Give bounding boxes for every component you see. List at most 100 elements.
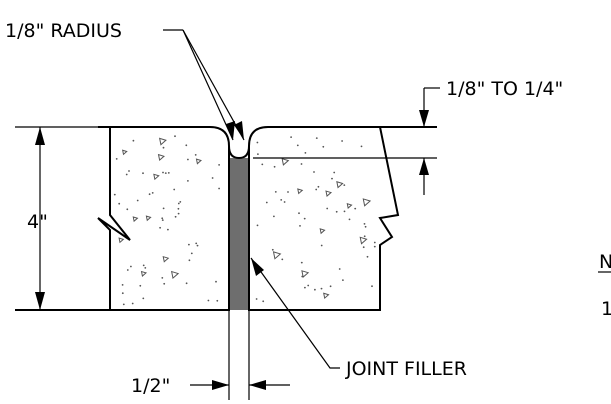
aggregate-triangle	[323, 292, 330, 300]
stipple-dot	[136, 199, 139, 202]
aggregate-triangle	[195, 158, 202, 165]
stipple-dot	[322, 145, 325, 148]
stipple-dot	[115, 158, 118, 160]
stipple-dot	[364, 225, 367, 228]
stipple-dot	[342, 279, 344, 281]
stipple-dot	[261, 163, 264, 166]
stipple-dot	[125, 173, 128, 176]
stipple-dot	[265, 201, 268, 204]
stipple-dot	[161, 217, 164, 220]
aggregate-triangle	[301, 270, 310, 279]
stipple-dot	[271, 248, 274, 251]
stipple-dot	[195, 242, 198, 245]
stipple-dot	[177, 207, 180, 210]
note-heading: N	[599, 251, 611, 273]
thickness-label: 4"	[27, 211, 48, 233]
stipple-dot	[174, 135, 176, 138]
stipple-dot	[218, 187, 221, 190]
stipple-dot	[144, 267, 147, 269]
stipple-dot	[187, 180, 189, 182]
stipple-dot	[142, 297, 145, 300]
aggregate-triangle	[140, 270, 148, 278]
stipple-dot	[179, 201, 182, 203]
stipple-dot	[257, 153, 259, 156]
stipple-dot	[341, 140, 343, 142]
stipple-dot	[128, 170, 130, 172]
stipple-dot	[185, 282, 188, 285]
stipple-dot	[207, 299, 210, 302]
stipple-dot	[307, 284, 310, 287]
radius-label: 1/8" RADIUS	[5, 20, 122, 42]
aggregate-triangle	[336, 181, 344, 189]
stipple-dot	[300, 163, 303, 165]
aggregate-triangle	[157, 153, 165, 162]
stipple-dot	[126, 269, 129, 271]
filler-label: JOINT FILLER	[345, 358, 467, 380]
stipple-dot	[283, 201, 286, 203]
stipple-dot	[185, 144, 188, 147]
stipple-dot	[162, 171, 164, 174]
depth-label: 1/8" TO 1/4"	[446, 78, 563, 100]
stipple-dot	[290, 136, 292, 139]
stipple-dot	[177, 202, 180, 205]
stipple-dot	[331, 177, 333, 180]
stipple-dot	[335, 210, 338, 213]
aggregate-triangle	[346, 203, 353, 209]
filler-arrow	[251, 258, 264, 276]
stipple-dot	[354, 207, 357, 210]
stipple-dot	[256, 141, 259, 144]
stipple-dot	[373, 241, 376, 244]
stipple-dot	[132, 139, 135, 142]
stipple-dot	[313, 171, 315, 173]
depth-arrow-bottom	[419, 158, 429, 175]
stipple-dot	[161, 277, 164, 279]
width-arrow-right	[249, 380, 266, 390]
stipple-dot	[317, 185, 320, 188]
aggregate-triangle	[359, 236, 368, 245]
aggregate-triangle	[158, 137, 167, 146]
note-number: 1	[601, 298, 611, 320]
left-slab-outline	[97, 126, 230, 311]
stipple-dot	[159, 226, 162, 229]
stipple-dot	[161, 219, 164, 222]
aggregate-triangle	[145, 215, 152, 222]
thickness-arrow-top	[35, 127, 45, 145]
radius-arrow-right	[234, 121, 244, 140]
stipple-dot	[163, 282, 166, 285]
stipple-dot	[296, 144, 299, 147]
stipple-dot	[215, 280, 217, 283]
stipple-dot	[256, 224, 259, 227]
width-label: 1/2"	[131, 375, 170, 397]
stipple-dot	[320, 287, 323, 290]
stipple-dot	[326, 207, 329, 210]
stipple-dot	[162, 146, 165, 149]
right-slab-outline	[248, 126, 400, 311]
stipple-dot	[218, 164, 221, 166]
stipple-dot	[338, 268, 341, 270]
stipple-dot	[320, 244, 323, 247]
stipple-dot	[130, 265, 132, 268]
stipple-dot	[287, 191, 289, 193]
stipple-dot	[196, 244, 199, 247]
aggregate-triangle	[153, 173, 160, 181]
aggregate-triangle	[281, 157, 290, 166]
stipple-dot	[360, 145, 363, 148]
depth-arrow-top	[419, 110, 429, 127]
stipple-dot	[304, 286, 306, 289]
aggregate-triangle	[325, 190, 333, 198]
stipple-dot	[273, 215, 275, 218]
stipple-dot	[329, 285, 332, 288]
joint-radius-arc	[228, 145, 250, 160]
stipple-dot	[190, 252, 193, 255]
stipple-dot	[362, 246, 365, 249]
stipple-dot	[118, 202, 121, 205]
aggregate-triangle	[272, 251, 282, 260]
stipple-dot	[348, 218, 351, 221]
aggregate-triangle	[319, 228, 326, 235]
stipple-dot	[314, 288, 316, 291]
stipple-dot	[255, 298, 258, 300]
stipple-dot	[187, 158, 189, 161]
stipple-dot	[366, 255, 369, 258]
stipple-dot	[298, 212, 300, 215]
